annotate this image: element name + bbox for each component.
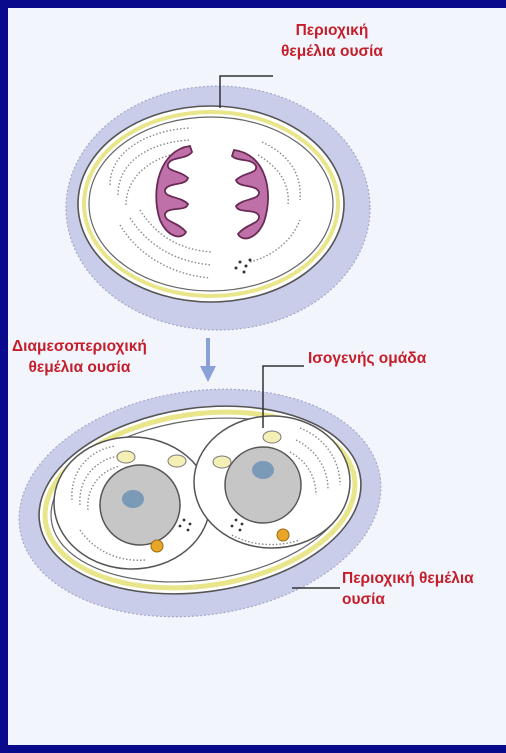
daughter-cell-left bbox=[54, 437, 210, 569]
label-line: Ισογενής ομάδα bbox=[308, 348, 426, 369]
label-line: ουσία bbox=[342, 589, 474, 610]
diagram-panel: Περιοχική θεμέλια ουσία Διαμεσοπεριοχική… bbox=[8, 8, 506, 745]
label-line: Περιοχική θεμέλια bbox=[342, 568, 474, 589]
label-isogenous-group: Ισογενής ομάδα bbox=[308, 348, 426, 369]
label-line: Διαμεσοπεριοχική bbox=[12, 336, 147, 357]
single-chondrocyte bbox=[66, 86, 370, 330]
cartilage-diagram bbox=[8, 8, 506, 753]
nucleus-right bbox=[225, 447, 301, 523]
label-line: Περιοχική bbox=[281, 20, 383, 41]
label-territorial-matrix-bottom: Περιοχική θεμέλια ουσία bbox=[342, 568, 474, 610]
label-territorial-matrix-top: Περιοχική θεμέλια ουσία bbox=[281, 20, 383, 62]
isogenous-group-cell bbox=[8, 367, 396, 639]
label-line: θεμέλια ουσία bbox=[281, 41, 383, 62]
label-line: θεμέλια ουσία bbox=[12, 357, 147, 378]
daughter-cell-right bbox=[194, 416, 350, 548]
label-interterritorial-matrix: Διαμεσοπεριοχική θεμέλια ουσία bbox=[12, 336, 147, 378]
